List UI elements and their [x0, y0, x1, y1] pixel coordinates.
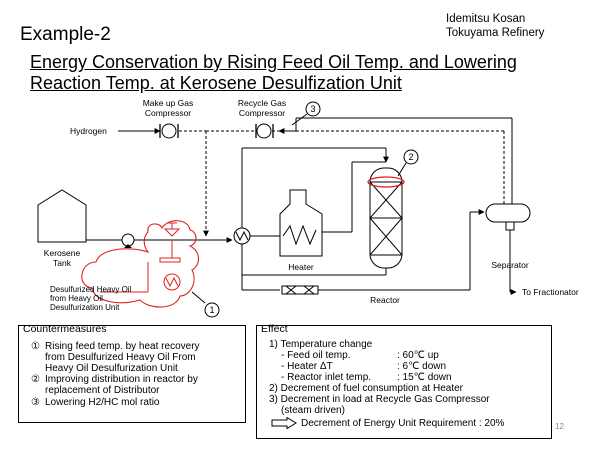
countermeasures-title: Countermeasures [23, 323, 107, 335]
countermeasure-1-line-1: Rising feed temp. by heat recovery [45, 341, 200, 352]
heat-recovery-highlight [81, 220, 200, 308]
slide-label: Example-2 [20, 24, 111, 45]
marker-1: 1 [191, 291, 220, 318]
marker-2: 2 [397, 149, 419, 177]
countermeasure-2-marker: ② [31, 374, 40, 385]
marker-2-label: 2 [408, 152, 413, 162]
effect-item-3-line-1: 3) Decrement in load at Recycle Gas Comp… [269, 394, 490, 405]
countermeasure-1-line-2: from Desulfurized Heavy Oil From [45, 352, 196, 363]
separator [485, 203, 531, 231]
marker-3: 3 [291, 101, 321, 126]
kerosene-tank-label-1: Kerosene [44, 248, 81, 258]
kerosene-tank-label-2: Tank [53, 258, 72, 268]
dho-label-3: Desulfurization Unit [50, 303, 120, 312]
company-name: Idemitsu Kosan Tokuyama Refinery [446, 12, 544, 40]
countermeasure-1-marker: ① [31, 341, 40, 352]
effect-item-3-line-2: (steam driven) [281, 405, 345, 416]
effect-feed-label: - Feed oil temp. [281, 350, 351, 361]
distributor-highlight [367, 176, 405, 188]
air-cooler [281, 285, 319, 295]
effect-reactor-label: - Reactor inlet temp. [281, 372, 372, 383]
heater [279, 189, 323, 257]
makeup-gas-label-2: Compressor [145, 108, 191, 118]
kerosene-tank [37, 189, 87, 243]
effect-summary: Decrement of Energy Unit Requirement : 2… [301, 418, 505, 429]
dho-label-1: Desulfurized Heavy Oil [50, 285, 132, 294]
hydrogen-label: Hydrogen [70, 126, 107, 136]
process-diagram: 1 2 3 Make up Gas Compressor Recycle Gas… [37, 98, 579, 318]
heater-label: Heater [288, 262, 314, 272]
makeup-gas-compressor [159, 123, 179, 139]
dho-label-2: from Heavy Oil [50, 294, 103, 303]
company-line-1: Idemitsu Kosan [446, 13, 526, 25]
countermeasure-1-line-3: Heavy Oil Desulfurization Unit [45, 363, 178, 374]
countermeasure-2-line-1: Improving distribution in reactor by [45, 374, 198, 385]
separator-label: Separator [491, 260, 528, 270]
feed-pump [121, 233, 135, 248]
summary-arrow-icon [271, 417, 297, 429]
makeup-gas-label-1: Make up Gas [143, 98, 194, 108]
countermeasure-3-line-1: Lowering H2/HC mol ratio [45, 397, 160, 408]
effect-heater-value: : 6℃ down [397, 361, 447, 372]
title-line-2: Reaction Temp. at Kerosene Desulfization… [30, 73, 402, 93]
effect-feed-value: : 60℃ up [397, 350, 439, 361]
reactor-label: Reactor [370, 295, 400, 305]
effect-heater-label: - Heater ΔT [281, 361, 333, 372]
recycle-gas-label-1: Recycle Gas [238, 98, 286, 108]
heat-recovery-exchanger [163, 273, 181, 291]
page-number: 12 [555, 422, 564, 431]
effect-item-2: 2) Decrement of fuel consumption at Heat… [269, 383, 463, 394]
marker-3-label: 3 [310, 104, 315, 114]
marker-1-label: 1 [209, 305, 214, 315]
reactor [369, 167, 403, 269]
title-line-1: Energy Conservation by Rising Feed Oil T… [30, 52, 517, 72]
effect-item-1: 1) Temperature change [269, 339, 373, 350]
effect-title: Effect [261, 323, 288, 335]
page-title: Energy Conservation by Rising Feed Oil T… [30, 52, 517, 94]
recycle-gas-label-2: Compressor [239, 108, 285, 118]
countermeasure-2-line-2: replacement of Distributor [45, 385, 160, 396]
effect-reactor-value: : 15℃ down [397, 372, 452, 383]
countermeasures-box: Countermeasures ① Rising feed temp. by h… [18, 323, 246, 423]
effect-box: Effect 1) Temperature change - Feed oil … [256, 323, 552, 439]
fractionator-label: To Fractionator [522, 287, 579, 297]
countermeasure-3-marker: ③ [31, 397, 40, 408]
recycle-gas-compressor [255, 123, 296, 139]
company-line-2: Tokuyama Refinery [446, 27, 545, 39]
feed-effluent-exchanger [233, 227, 251, 245]
